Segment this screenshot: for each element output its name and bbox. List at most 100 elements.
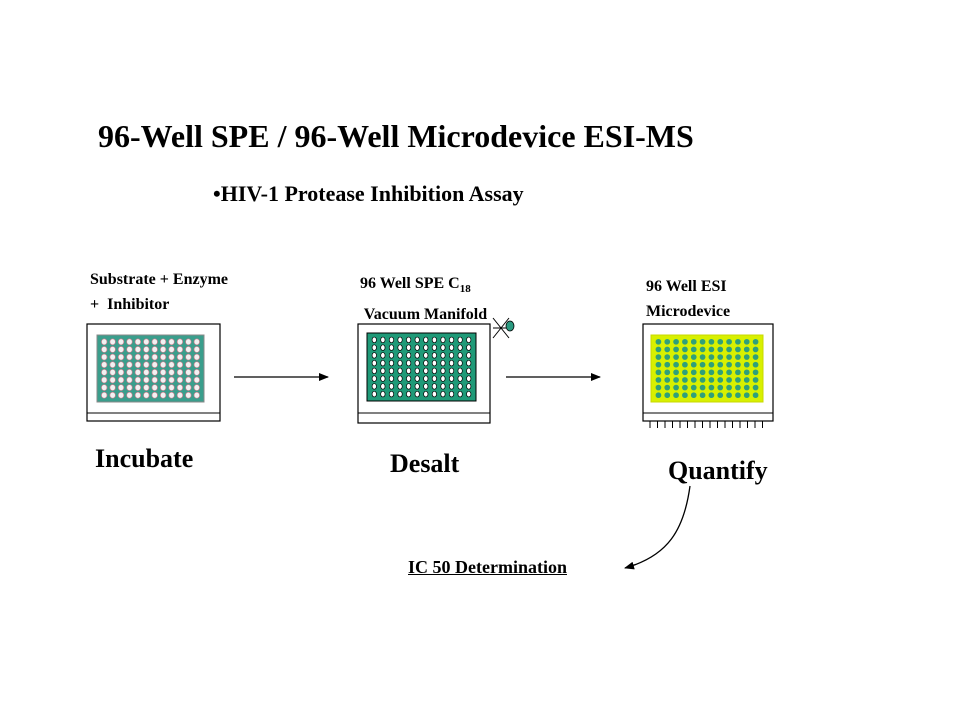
well xyxy=(440,359,446,367)
well xyxy=(690,368,698,376)
well xyxy=(654,345,662,353)
well xyxy=(159,376,167,384)
well xyxy=(725,376,733,384)
well xyxy=(143,338,150,346)
well xyxy=(457,390,463,398)
well xyxy=(423,375,429,382)
well xyxy=(168,391,175,399)
well xyxy=(109,338,116,346)
well xyxy=(371,390,377,398)
well xyxy=(672,391,680,399)
well xyxy=(388,359,395,367)
well xyxy=(707,338,715,346)
well xyxy=(397,390,403,398)
stage1-label-line1: Substrate + Enzyme xyxy=(90,271,228,288)
well xyxy=(371,336,377,344)
well xyxy=(663,338,671,346)
well xyxy=(406,383,412,390)
well xyxy=(466,359,472,367)
well xyxy=(743,391,751,399)
well xyxy=(101,376,108,384)
well xyxy=(126,368,133,376)
well xyxy=(397,344,403,351)
well xyxy=(707,353,715,361)
well xyxy=(672,361,680,369)
well xyxy=(117,391,125,399)
well xyxy=(672,384,680,392)
well xyxy=(440,336,446,344)
well xyxy=(101,353,108,361)
well xyxy=(134,361,142,369)
well xyxy=(699,384,707,392)
well xyxy=(101,361,108,369)
well xyxy=(654,361,662,369)
well xyxy=(414,336,420,344)
well xyxy=(388,390,395,398)
well xyxy=(414,352,420,359)
stage1-label-line2: + Inhibitor xyxy=(90,296,170,313)
well xyxy=(109,376,116,384)
well xyxy=(752,384,760,392)
stage3-label: 96 Well ESI Microdevice xyxy=(646,274,730,324)
well xyxy=(431,359,437,367)
stage2-label-line2: Vacuum Manifold xyxy=(360,306,488,324)
well xyxy=(193,391,200,399)
well xyxy=(743,353,751,361)
well xyxy=(159,338,167,346)
well xyxy=(725,353,733,361)
well xyxy=(752,376,760,384)
well xyxy=(371,359,377,367)
well xyxy=(431,336,437,344)
well xyxy=(151,368,158,376)
well xyxy=(406,359,412,367)
well xyxy=(176,353,184,361)
well xyxy=(397,336,403,344)
well xyxy=(734,338,742,346)
well xyxy=(707,384,715,392)
well xyxy=(151,338,158,346)
well xyxy=(371,375,377,382)
well xyxy=(752,345,760,353)
well xyxy=(423,336,429,344)
well xyxy=(690,376,698,384)
well xyxy=(159,353,167,361)
well xyxy=(388,344,395,351)
well xyxy=(681,338,689,346)
well xyxy=(406,336,412,344)
well xyxy=(143,361,150,369)
stage1-label: Substrate + Enzyme + Inhibitor xyxy=(90,267,228,317)
well xyxy=(743,338,751,346)
well xyxy=(448,390,455,398)
well xyxy=(143,384,150,391)
well xyxy=(431,352,437,359)
well xyxy=(151,361,158,369)
well xyxy=(193,376,200,384)
well xyxy=(457,383,463,390)
well xyxy=(734,376,742,384)
stage3-label-line2: Microdevice xyxy=(646,303,731,320)
well xyxy=(699,338,707,346)
well xyxy=(681,345,689,353)
well xyxy=(681,391,689,399)
well xyxy=(176,338,184,346)
well xyxy=(440,390,446,398)
well xyxy=(371,383,377,390)
well xyxy=(109,384,116,391)
well xyxy=(690,391,698,399)
well xyxy=(168,353,175,361)
well xyxy=(193,384,200,391)
well xyxy=(101,384,108,391)
well xyxy=(126,353,133,361)
well xyxy=(699,361,707,369)
stage2-label: 96 Well SPE C18 Vacuum Manifold xyxy=(360,271,487,327)
well xyxy=(423,390,429,398)
well xyxy=(699,353,707,361)
well xyxy=(663,353,671,361)
well xyxy=(431,390,437,398)
well xyxy=(734,368,742,376)
well xyxy=(134,384,142,391)
well xyxy=(176,368,184,376)
well xyxy=(716,384,724,392)
well xyxy=(681,376,689,384)
well xyxy=(168,346,175,353)
